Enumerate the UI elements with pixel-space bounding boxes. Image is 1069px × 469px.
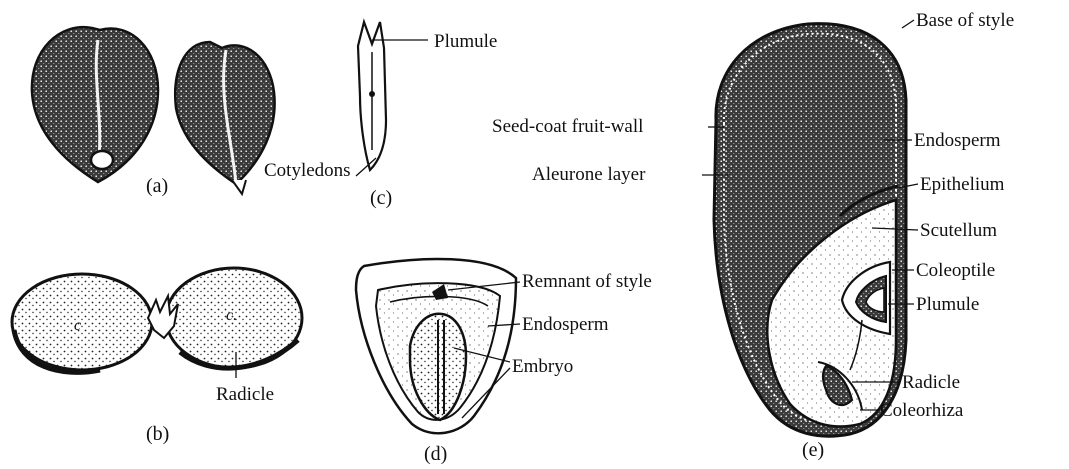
label-e-seed-coat: Seed-coat fruit-wall (492, 116, 643, 137)
c-mark-right: c. (226, 307, 237, 324)
panel-e-caption: (e) (802, 439, 824, 461)
label-d-embryo: Embryo (512, 356, 573, 377)
c-mark-left: c (74, 317, 81, 334)
label-e-scutellum: Scutellum (920, 220, 997, 241)
panel-d-caption: (d) (424, 443, 447, 464)
panel-c: Plumule Cotyledons (c) (264, 22, 497, 209)
label-e-radicle: Radicle (902, 372, 960, 393)
panel-a: (a) (32, 27, 275, 197)
embryo-c-node (369, 91, 375, 97)
label-e-plumule: Plumule (916, 294, 979, 315)
seed-a-right-tip (232, 180, 246, 194)
label-d-remnant: Remnant of style (522, 271, 652, 292)
label-e-base-of-style: Base of style (916, 10, 1014, 31)
label-e-coleoptile: Coleoptile (916, 260, 995, 281)
panel-e: Base of style Seed-coat fruit-wall Endos… (492, 10, 1014, 461)
label-b-radicle: Radicle (216, 384, 274, 405)
panel-b: c c. Radicle (b) (12, 268, 302, 445)
label-c-cotyledons: Cotyledons (264, 160, 351, 181)
label-e-aleurone: Aleurone layer (532, 164, 646, 185)
panel-c-caption: (c) (370, 187, 392, 209)
leader-e-base-of-style (902, 20, 914, 28)
seed-a-left-hilum (91, 151, 113, 169)
panel-d: Remnant of style Endosperm Embryo (d) (356, 259, 652, 464)
panel-b-caption: (b) (146, 423, 169, 445)
label-e-endosperm: Endosperm (914, 130, 1001, 151)
label-d-endosperm: Endosperm (522, 314, 609, 335)
cotyledon-left (12, 274, 152, 370)
label-e-epithelium: Epithelium (920, 174, 1005, 195)
panel-a-caption: (a) (146, 175, 168, 197)
label-e-coleorhiza: Coleorhiza (880, 400, 964, 421)
label-c-plumule: Plumule (434, 31, 497, 52)
